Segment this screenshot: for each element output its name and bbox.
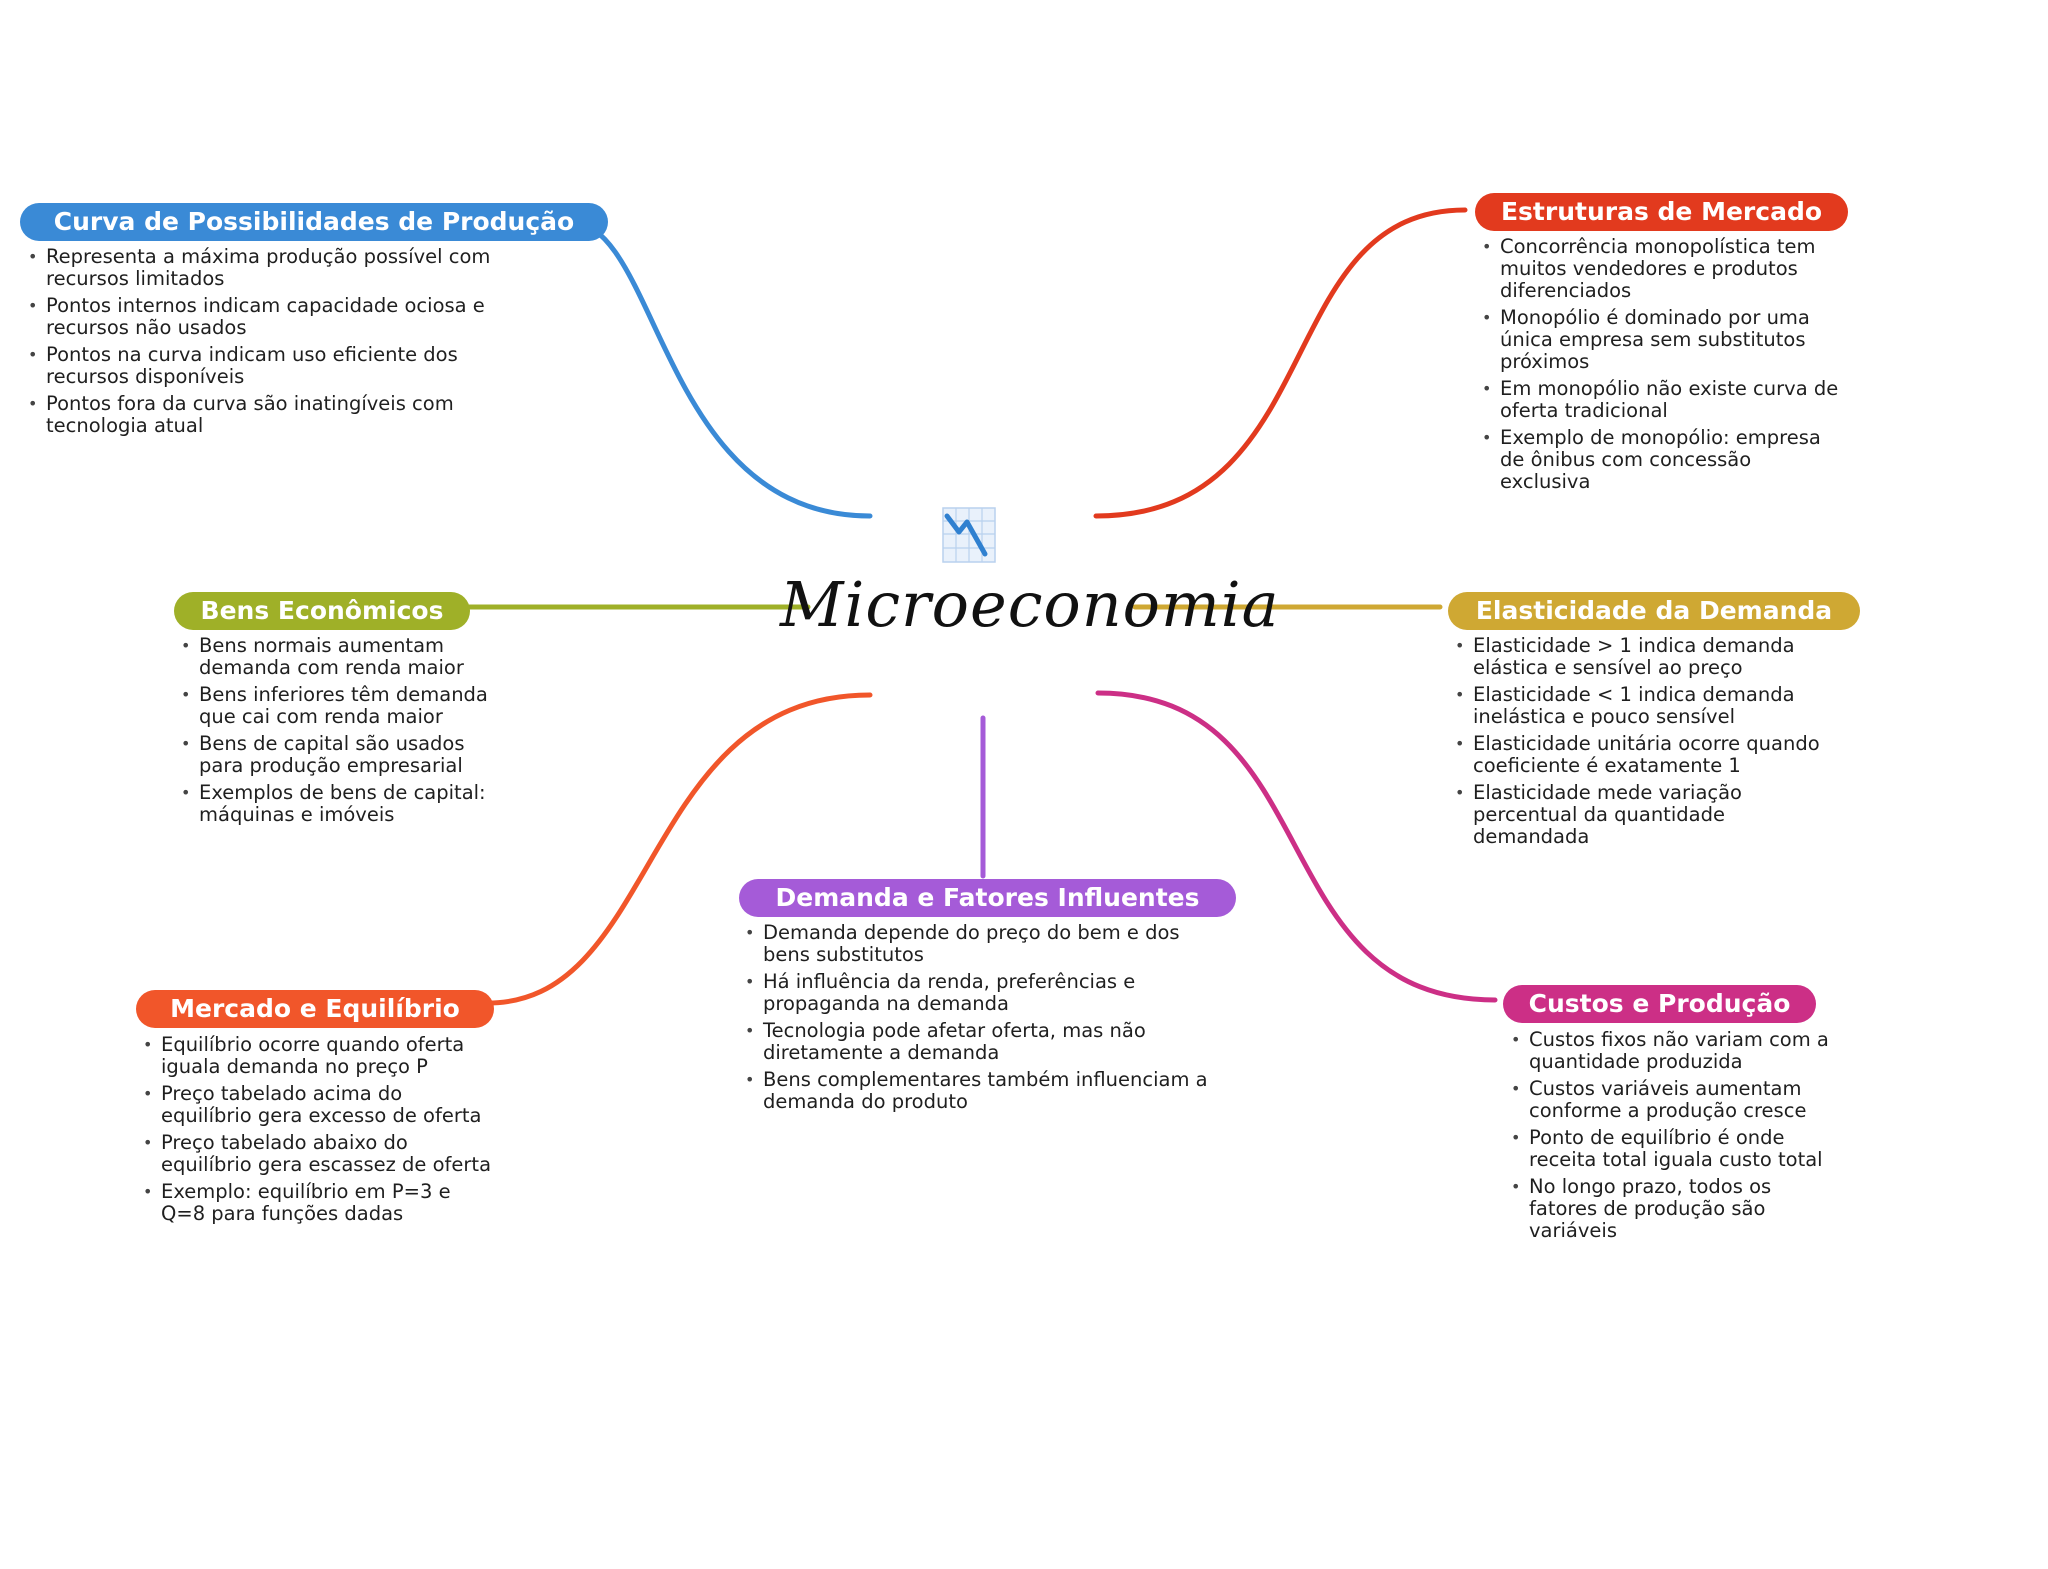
branch-item[interactable]: Elasticidade < 1 indica demanda inelásti… <box>1449 684 1839 728</box>
branch-item[interactable]: Preço tabelado abaixo do equilíbrio gera… <box>137 1132 497 1176</box>
branch-title-bens[interactable]: Bens Econômicos <box>174 592 470 630</box>
branch-item[interactable]: Pontos internos indicam capacidade ocios… <box>22 295 522 339</box>
branch-item[interactable]: Exemplos de bens de capital: máquinas e … <box>175 782 505 826</box>
central-topic-title[interactable]: Microeconomia <box>780 568 1280 641</box>
declining-chart-icon <box>941 506 997 564</box>
branch-item[interactable]: Bens inferiores têm demanda que cai com … <box>175 684 505 728</box>
branch-list-bens: Bens normais aumentam demanda com renda … <box>175 635 505 831</box>
branch-item[interactable]: Demanda depende do preço do bem e dos be… <box>739 922 1224 966</box>
branch-title-demanda[interactable]: Demanda e Fatores Influentes <box>739 879 1236 917</box>
branch-item[interactable]: Custos variáveis aumentam conforme a pro… <box>1505 1078 1835 1122</box>
branch-item[interactable]: Bens de capital são usados para produção… <box>175 733 505 777</box>
branch-title-estruturas[interactable]: Estruturas de Mercado <box>1475 193 1848 231</box>
connector-mercado <box>485 692 873 1006</box>
branch-list-demanda: Demanda depende do preço do bem e dos be… <box>739 922 1224 1118</box>
branch-item[interactable]: Pontos fora da curva são inatingíveis co… <box>22 393 522 437</box>
branch-list-elasticidade: Elasticidade > 1 indica demanda elástica… <box>1449 635 1839 853</box>
branch-title-cpp[interactable]: Curva de Possibilidades de Produção <box>20 203 608 241</box>
branch-item[interactable]: Ponto de equilíbrio é onde receita total… <box>1505 1127 1835 1171</box>
branch-item[interactable]: Bens normais aumentam demanda com renda … <box>175 635 505 679</box>
branch-item[interactable]: Exemplo: equilíbrio em P=3 e Q=8 para fu… <box>137 1181 497 1225</box>
connector-custos <box>1095 690 1498 1003</box>
branch-list-estruturas: Concorrência monopolística tem muitos ve… <box>1476 236 1846 498</box>
branch-item[interactable]: Equilíbrio ocorre quando oferta iguala d… <box>137 1034 497 1078</box>
branch-item[interactable]: Concorrência monopolística tem muitos ve… <box>1476 236 1846 302</box>
branch-item[interactable]: Elasticidade mede variação percentual da… <box>1449 782 1839 848</box>
branch-list-cpp: Representa a máxima produção possível co… <box>22 246 522 442</box>
branch-title-mercado[interactable]: Mercado e Equilíbrio <box>136 990 494 1028</box>
branch-item[interactable]: Elasticidade unitária ocorre quando coef… <box>1449 733 1839 777</box>
branch-item[interactable]: Exemplo de monopólio: empresa de ônibus … <box>1476 427 1846 493</box>
branch-item[interactable]: Bens complementares também influenciam a… <box>739 1069 1224 1113</box>
branch-item[interactable]: Custos fixos não variam com a quantidade… <box>1505 1029 1835 1073</box>
branch-item[interactable]: Em monopólio não existe curva de oferta … <box>1476 378 1846 422</box>
branch-item[interactable]: Monopólio é dominado por uma única empre… <box>1476 307 1846 373</box>
connector-estruturas <box>1093 207 1468 519</box>
branch-list-mercado: Equilíbrio ocorre quando oferta iguala d… <box>137 1034 497 1230</box>
branch-title-custos[interactable]: Custos e Produção <box>1503 985 1816 1023</box>
branch-item[interactable]: Pontos na curva indicam uso eficiente do… <box>22 344 522 388</box>
branch-item[interactable]: Representa a máxima produção possível co… <box>22 246 522 290</box>
connector-cpp <box>567 219 873 519</box>
branch-item[interactable]: Elasticidade > 1 indica demanda elástica… <box>1449 635 1839 679</box>
branch-title-elasticidade[interactable]: Elasticidade da Demanda <box>1448 592 1860 630</box>
branch-item[interactable]: Tecnologia pode afetar oferta, mas não d… <box>739 1020 1224 1064</box>
branch-item[interactable]: Preço tabelado acima do equilíbrio gera … <box>137 1083 497 1127</box>
branch-item[interactable]: Há influência da renda, preferências e p… <box>739 971 1224 1015</box>
branch-list-custos: Custos fixos não variam com a quantidade… <box>1505 1029 1835 1247</box>
branch-item[interactable]: No longo prazo, todos os fatores de prod… <box>1505 1176 1835 1242</box>
